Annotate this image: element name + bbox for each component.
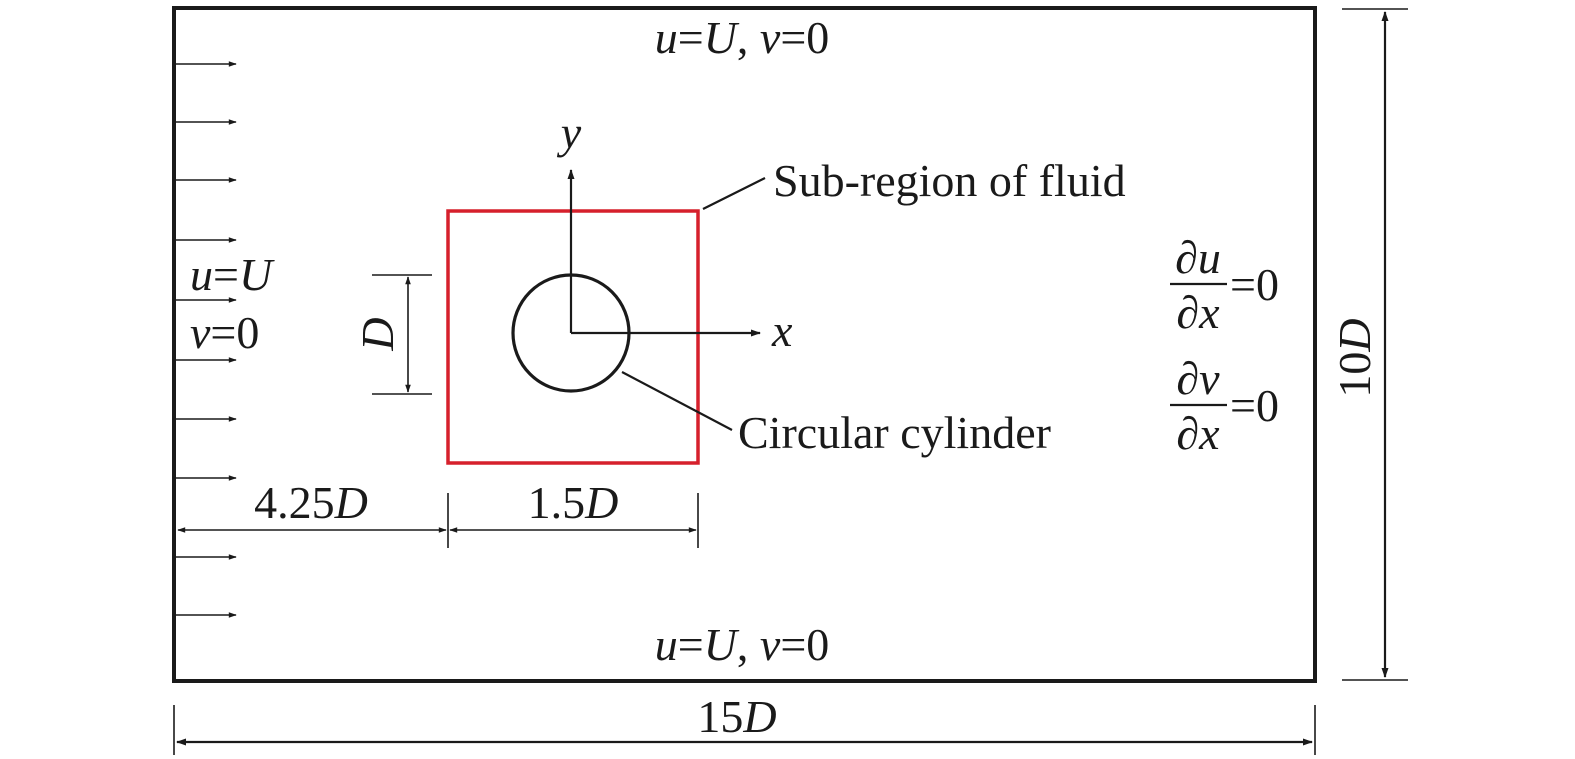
subregion-width-label: 1.5D (528, 477, 619, 528)
upstream-distance-label: 4.25D (254, 477, 368, 528)
dx-denominator-2: ∂x (1176, 408, 1220, 459)
upstream-distance-dimension: 4.25D (177, 477, 449, 548)
domain-height-label: 10D (1329, 318, 1380, 397)
x-axis-label: x (771, 305, 793, 356)
domain-boundary (172, 6, 1317, 683)
domain-length-label: 15D (697, 691, 776, 742)
dx-denominator: ∂x (1176, 287, 1220, 338)
y-axis-label: y (557, 107, 582, 158)
diameter-dimension: D (352, 274, 432, 395)
sub-region-box (446, 209, 700, 465)
domain-height-dimension: 10D (1329, 8, 1408, 681)
inlet-velocity-arrows (176, 61, 237, 618)
outlet-dv-dx-condition: ∂v ∂x =0 (1170, 353, 1279, 459)
cylinder-label: Circular cylinder (738, 407, 1051, 458)
inlet-u-condition: u=U (190, 249, 275, 300)
du-numerator: ∂u (1175, 232, 1221, 283)
subregion-width-dimension: 1.5D (449, 477, 699, 548)
cylinder-leader (621, 371, 733, 431)
dv-numerator: ∂v (1176, 353, 1220, 404)
du-equals-zero: =0 (1230, 259, 1279, 310)
diameter-label: D (352, 317, 403, 351)
bottom-boundary-condition: u=U, v=0 (655, 619, 830, 670)
domain-length-dimension: 15D (173, 691, 1316, 755)
inlet-v-condition: v=0 (190, 307, 259, 358)
outlet-du-dx-condition: ∂u ∂x =0 (1170, 232, 1279, 338)
sub-region-leader (702, 177, 766, 210)
top-boundary-condition: u=U, v=0 (655, 12, 830, 63)
dv-equals-zero: =0 (1230, 380, 1279, 431)
sub-region-label: Sub-region of fluid (773, 155, 1126, 206)
